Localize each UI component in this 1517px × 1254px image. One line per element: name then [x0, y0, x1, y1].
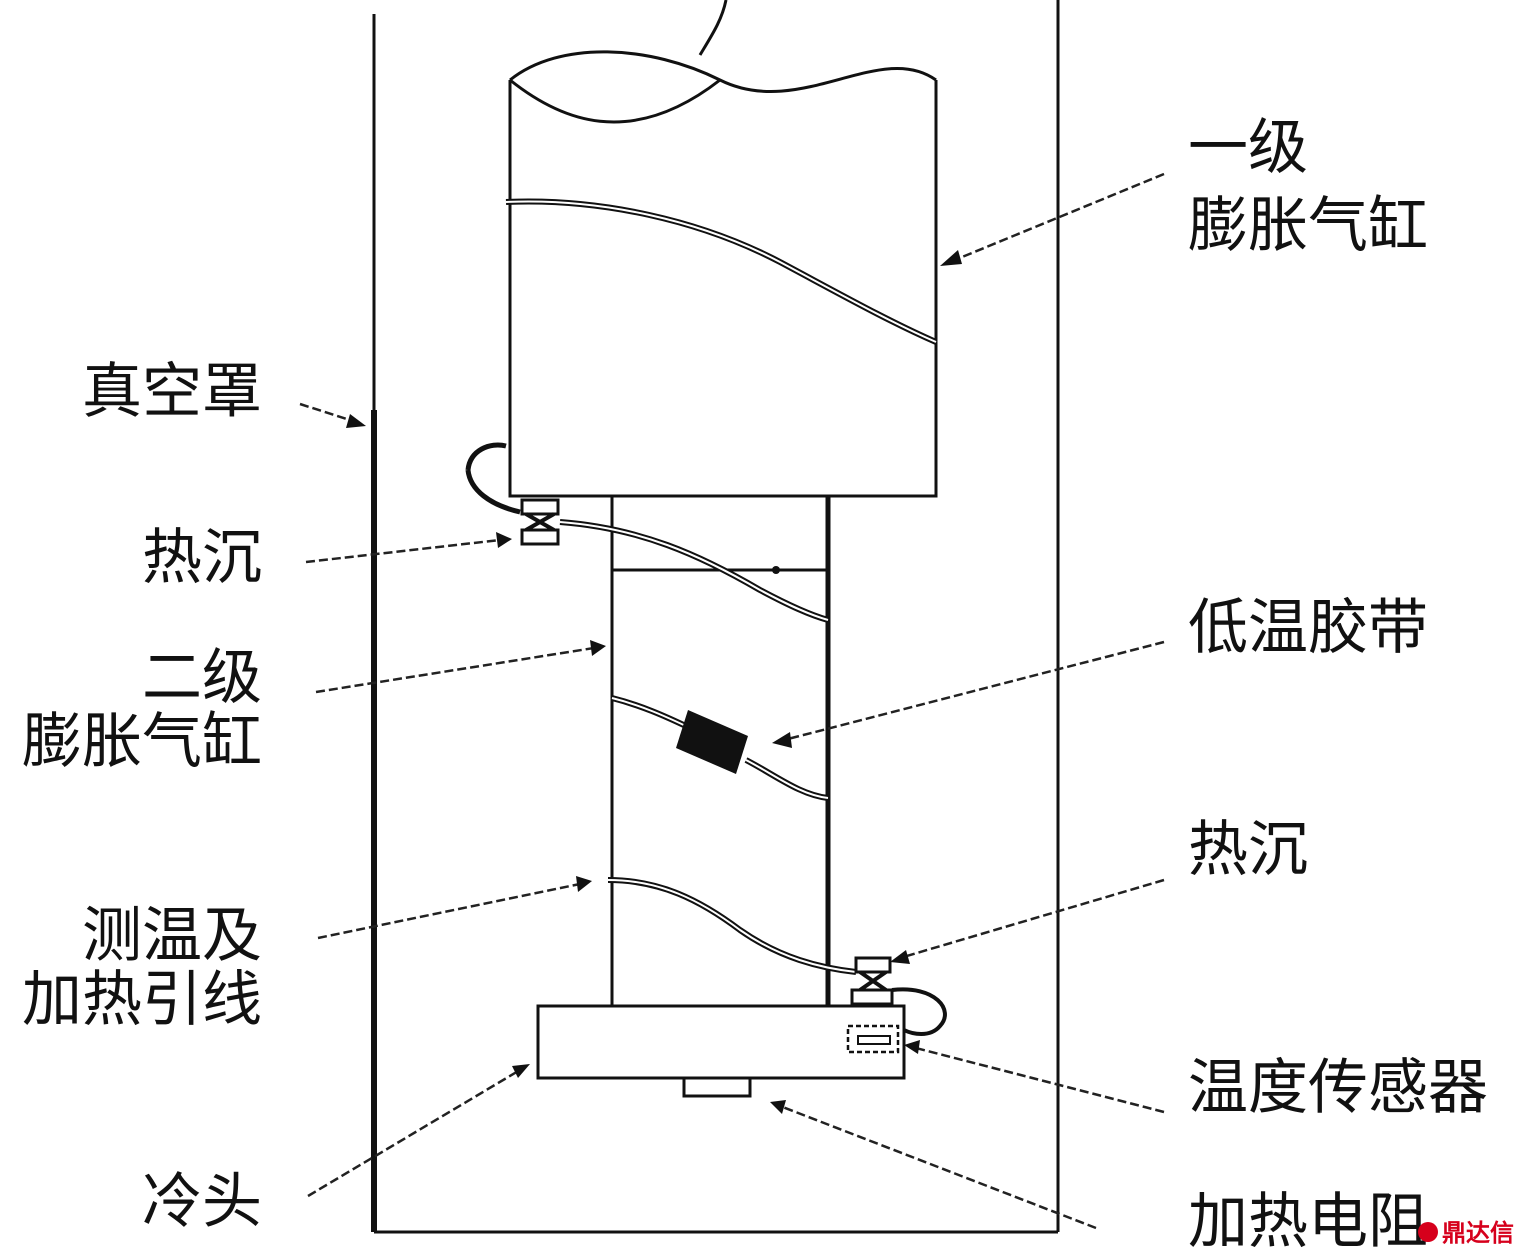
label-vacuum-cover: 真空罩 [82, 357, 262, 427]
vacuum-cover [371, 0, 1060, 1234]
leader-lines [299, 172, 1165, 1230]
label-first-stage-line2: 膨胀气缸 [1188, 191, 1428, 261]
label-heat-sink-bottom: 热沉 [1188, 815, 1308, 885]
temp-sensor [846, 1024, 900, 1054]
watermark-text: 鼎达信 [1442, 1219, 1514, 1247]
label-cold-head: 冷头 [142, 1167, 262, 1237]
heat-sink-bottom [850, 956, 947, 1036]
low-temp-tape [676, 710, 748, 774]
watermark-logo-icon [1418, 1222, 1438, 1242]
second-stage-cylinder [465, 442, 857, 1006]
label-second-stage-line1: 二级 [142, 643, 262, 713]
label-temp-wiring-line2: 加热引线 [22, 965, 262, 1035]
label-heat-sink-top: 热沉 [142, 523, 262, 593]
label-temp-wiring-line1: 测温及 [82, 901, 262, 971]
cold-head [536, 1004, 906, 1080]
label-low-temp-tape: 低温胶带 [1188, 593, 1428, 663]
label-first-stage-line1: 一级 [1188, 113, 1308, 183]
heating-resistor [682, 1076, 752, 1098]
label-second-stage-line2: 膨胀气缸 [22, 707, 262, 777]
label-temp-sensor: 温度传感器 [1188, 1053, 1488, 1123]
heat-sink-top [520, 498, 560, 546]
first-stage-cylinder [505, 0, 938, 498]
label-heating-resistor: 加热电阻 [1188, 1187, 1428, 1254]
watermark: 鼎达信 [1418, 1219, 1514, 1247]
